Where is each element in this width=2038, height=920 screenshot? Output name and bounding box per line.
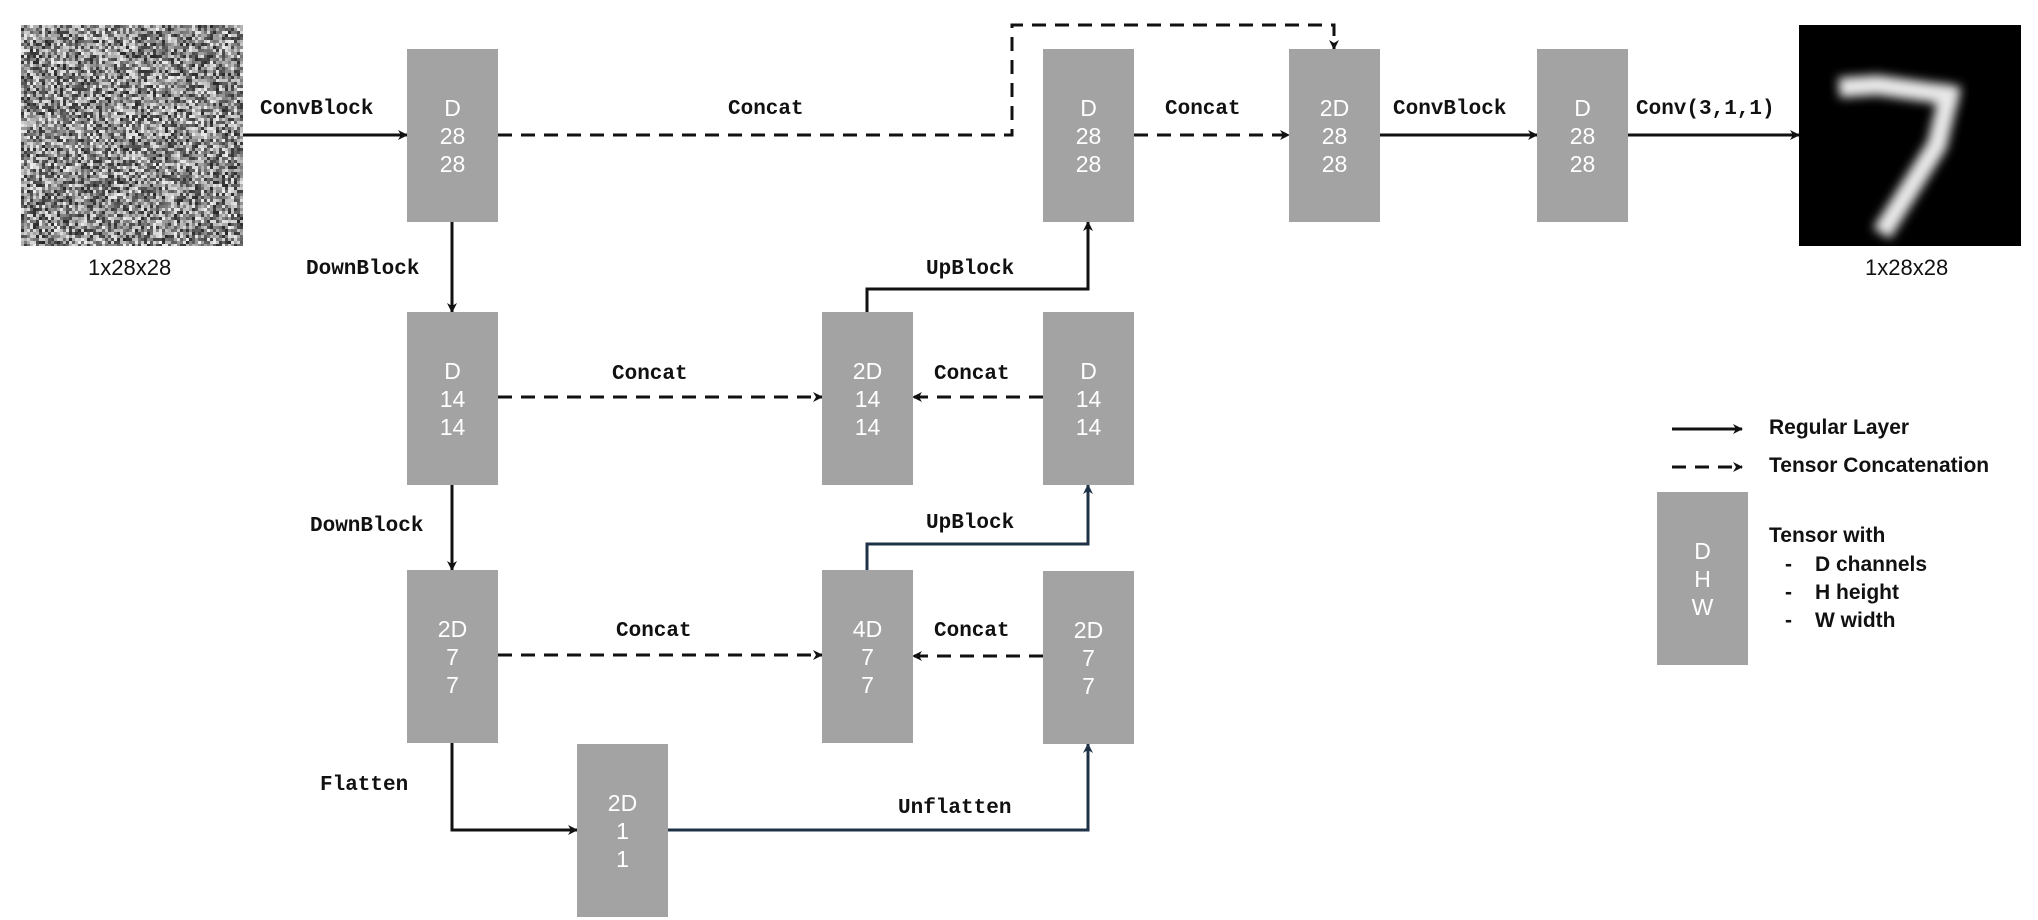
edge-upblock-2 bbox=[865, 484, 1093, 570]
edge-upblock-1 bbox=[865, 221, 1093, 312]
label-concat-top: Concat bbox=[728, 98, 804, 121]
tensor-height: 14 bbox=[854, 385, 881, 412]
digit-seven-image bbox=[1799, 25, 2021, 246]
tensor-height: 14 bbox=[1075, 385, 1102, 412]
tensor-height: 28 bbox=[1569, 122, 1596, 149]
tensor-height: 7 bbox=[1082, 644, 1095, 671]
tensor-height: 28 bbox=[1321, 122, 1348, 149]
tensor-channels: 2D bbox=[437, 615, 468, 642]
noise-pattern bbox=[21, 25, 243, 246]
label-flatten: Flatten bbox=[320, 774, 409, 797]
legend-box-d: D bbox=[1694, 537, 1711, 564]
label-concat-14-left: Concat bbox=[612, 363, 688, 386]
legend-box-h: H bbox=[1694, 565, 1711, 592]
tensor-width: 28 bbox=[1321, 150, 1348, 177]
legend-item-width: W width bbox=[1815, 609, 1896, 632]
digit-seven-glyph bbox=[1838, 74, 1962, 239]
tensor-width: 14 bbox=[1075, 413, 1102, 440]
edge-unflatten bbox=[668, 743, 1093, 832]
label-unflatten: Unflatten bbox=[898, 797, 1012, 820]
legend-bullet-2: - bbox=[1785, 581, 1792, 604]
tensor-bottleneck: 2D 1 1 bbox=[577, 744, 668, 917]
label-downblock-1: DownBlock bbox=[306, 258, 420, 281]
tensor-channels: 2D bbox=[1319, 94, 1350, 121]
tensor-enc1: D 28 28 bbox=[407, 49, 498, 222]
legend-item-channels: D channels bbox=[1815, 553, 1928, 576]
tensor-dec1: D 28 28 bbox=[1043, 49, 1134, 222]
tensor-height: 7 bbox=[446, 643, 459, 670]
legend-concat-label: Tensor Concatenation bbox=[1769, 454, 1990, 477]
legend-bullet-3: - bbox=[1785, 609, 1792, 632]
tensor-channels: 4D bbox=[852, 615, 883, 642]
legend-regular-label: Regular Layer bbox=[1769, 416, 1910, 439]
tensor-width: 14 bbox=[854, 413, 881, 440]
tensor-height: 28 bbox=[1075, 122, 1102, 149]
tensor-enc2: D 14 14 bbox=[407, 312, 498, 485]
label-convblock-in: ConvBlock bbox=[260, 98, 374, 121]
noise-image bbox=[21, 25, 243, 246]
tensor-height: 28 bbox=[439, 122, 466, 149]
tensor-width: 14 bbox=[439, 413, 466, 440]
label-concat-14-right: Concat bbox=[934, 363, 1010, 386]
tensor-enc3: 2D 7 7 bbox=[407, 570, 498, 743]
label-downblock-2: DownBlock bbox=[310, 515, 424, 538]
tensor-channels: D bbox=[1080, 94, 1097, 121]
tensor-channels: D bbox=[1080, 357, 1097, 384]
tensor-final: D 28 28 bbox=[1537, 49, 1628, 222]
tensor-channels: D bbox=[1574, 94, 1591, 121]
tensor-dec3: 2D 7 7 bbox=[1043, 571, 1134, 744]
tensor-width: 28 bbox=[1075, 150, 1102, 177]
tensor-channels: D bbox=[444, 357, 461, 384]
edge-skip-top bbox=[498, 23, 1339, 137]
edge-flatten bbox=[450, 743, 578, 835]
tensor-channels: D bbox=[444, 94, 461, 121]
tensor-width: 7 bbox=[861, 671, 874, 698]
legend-bullet-1: - bbox=[1785, 553, 1792, 576]
tensor-width: 28 bbox=[1569, 150, 1596, 177]
tensor-width: 7 bbox=[446, 671, 459, 698]
legend-box-w: W bbox=[1691, 593, 1714, 620]
legend-tensor-box: D H W bbox=[1657, 492, 1748, 665]
tensor-width: 7 bbox=[1082, 672, 1095, 699]
tensor-channels: 2D bbox=[607, 789, 638, 816]
tensor-width: 1 bbox=[616, 845, 629, 872]
output-caption: 1x28x28 bbox=[1865, 255, 1949, 280]
label-upblock-2: UpBlock bbox=[926, 512, 1015, 535]
label-conv-out: Conv(3,1,1) bbox=[1636, 98, 1775, 121]
tensor-channels: 2D bbox=[852, 357, 883, 384]
tensor-height: 1 bbox=[616, 817, 629, 844]
legend-tensor-title: Tensor with bbox=[1769, 524, 1886, 547]
label-concat-7-left: Concat bbox=[616, 620, 692, 643]
tensor-channels: 2D bbox=[1073, 616, 1104, 643]
label-concat-7-right: Concat bbox=[934, 620, 1010, 643]
tensor-dec2-concat: 2D 14 14 bbox=[822, 312, 913, 485]
tensor-width: 28 bbox=[439, 150, 466, 177]
tensor-height: 14 bbox=[439, 385, 466, 412]
label-convblock-out: ConvBlock bbox=[1393, 98, 1507, 121]
tensor-dec1-concat: 2D 28 28 bbox=[1289, 49, 1380, 222]
tensor-dec2: D 14 14 bbox=[1043, 312, 1134, 485]
label-concat-dec1: Concat bbox=[1165, 98, 1241, 121]
label-upblock-1: UpBlock bbox=[926, 258, 1015, 281]
legend-item-height: H height bbox=[1815, 581, 1899, 604]
input-caption: 1x28x28 bbox=[88, 255, 172, 280]
tensor-height: 7 bbox=[861, 643, 874, 670]
tensor-dec3-concat: 4D 7 7 bbox=[822, 570, 913, 743]
